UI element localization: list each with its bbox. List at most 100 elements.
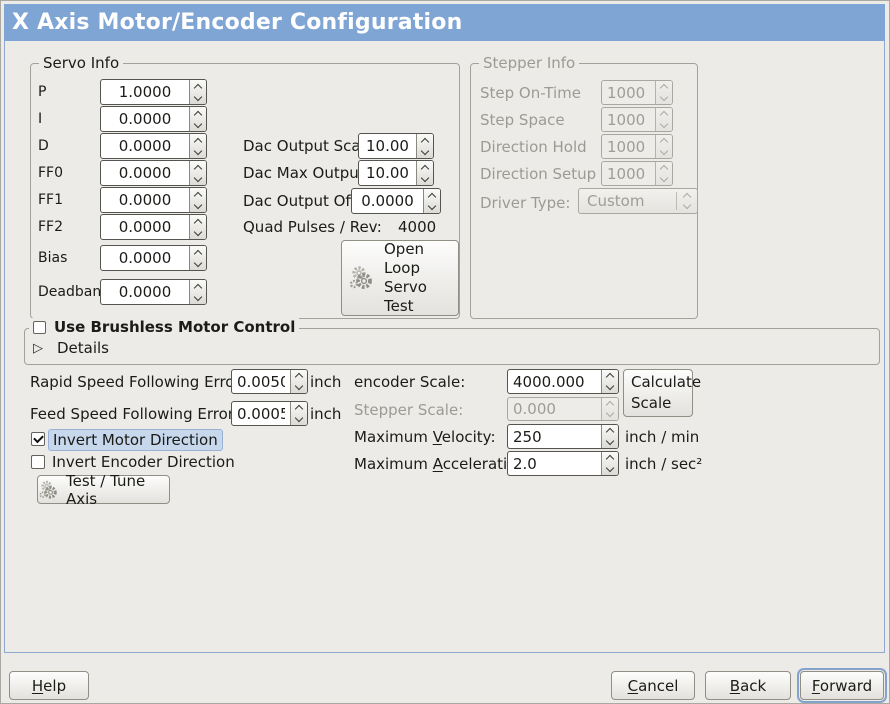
details-label: Details: [57, 339, 110, 357]
spin-down-button: [602, 408, 618, 420]
spin-up-button[interactable]: [190, 161, 206, 173]
spin-down-button[interactable]: [417, 146, 433, 158]
dac-max-output-input[interactable]: [359, 161, 416, 185]
encoder-scale-spinbox: [507, 369, 619, 394]
spin-up-button[interactable]: [190, 246, 206, 258]
feed-error-input[interactable]: [232, 402, 290, 425]
ff0-input[interactable]: [101, 161, 189, 185]
max-acceleration-input[interactable]: [508, 452, 601, 475]
chevron-down-icon: [420, 146, 430, 155]
encoder-scale-spin-buttons: [601, 370, 618, 393]
label-i: I: [38, 111, 43, 127]
spin-down-button[interactable]: [291, 381, 307, 394]
spin-down-button: [656, 119, 672, 132]
encoder-scale-input[interactable]: [508, 370, 601, 393]
chevron-down-icon: [193, 173, 203, 182]
back-button[interactable]: Back: [705, 671, 791, 700]
dac-output-offset-input[interactable]: [352, 189, 423, 213]
max-velocity-unit: inch / min: [625, 427, 700, 446]
spin-up-button[interactable]: [417, 134, 433, 146]
spin-up-button: [656, 162, 672, 174]
spin-up-button[interactable]: [190, 80, 206, 92]
spin-up-button[interactable]: [190, 280, 206, 292]
chevron-up-icon: [420, 164, 430, 173]
driver-type-label: Driver Type:: [480, 194, 571, 212]
stepper-scale-input: [508, 398, 601, 420]
spin-up-button[interactable]: [602, 425, 618, 437]
spin-up-button[interactable]: [190, 134, 206, 146]
spin-up-button[interactable]: [190, 215, 206, 227]
spin-down-button: [656, 92, 672, 105]
step-on-time-spinbox: [601, 80, 673, 105]
help-button[interactable]: Help: [9, 671, 89, 700]
d-spin-buttons: [189, 134, 206, 158]
ff0-spinbox: [100, 160, 207, 186]
max-velocity-spinbox: [507, 424, 619, 449]
spin-up-button[interactable]: [291, 402, 307, 414]
chevron-up-icon: [193, 83, 203, 92]
spin-down-button[interactable]: [291, 413, 307, 426]
chevron-down-icon: [659, 119, 669, 128]
spin-down-button[interactable]: [190, 146, 206, 158]
spin-down-button[interactable]: [424, 201, 440, 213]
bias-input[interactable]: [101, 246, 189, 270]
bias-spin-buttons: [189, 246, 206, 270]
step-on-time-label: Step On-Time: [480, 83, 581, 102]
spin-up-button: [602, 398, 618, 410]
label-p: P: [38, 84, 47, 100]
chevron-up-icon: [193, 110, 203, 119]
ff1-input[interactable]: [101, 188, 189, 212]
spin-down-button[interactable]: [602, 463, 618, 476]
spin-down-button[interactable]: [190, 292, 206, 304]
calculate-scale-button[interactable]: Calculate Scale: [623, 369, 701, 417]
i-spin-buttons: [189, 107, 206, 131]
chevron-up-icon: [605, 428, 615, 437]
spin-down-button[interactable]: [417, 173, 433, 185]
invert-encoder-checkbox[interactable]: [31, 455, 45, 469]
ff1-spinbox: [100, 187, 207, 213]
spin-down-button[interactable]: [190, 200, 206, 212]
chevron-down-icon: [659, 146, 669, 155]
spin-down-button[interactable]: [190, 119, 206, 131]
invert-encoder-label[interactable]: Invert Encoder Direction: [52, 453, 235, 471]
spin-down-button[interactable]: [602, 436, 618, 449]
gears-icon: [39, 480, 57, 499]
spin-down-button[interactable]: [190, 92, 206, 104]
spin-up-button[interactable]: [602, 452, 618, 464]
chevron-down-icon: [605, 408, 615, 418]
test-tune-axis-button[interactable]: Test / Tune Axis: [37, 472, 170, 508]
brushless-checkbox[interactable]: [33, 320, 46, 334]
spin-down-button[interactable]: [602, 381, 618, 394]
spin-up-button[interactable]: [291, 370, 307, 382]
forward-button[interactable]: Forward: [800, 671, 884, 700]
p-input[interactable]: [101, 80, 189, 104]
feed-error-spin-buttons: [290, 402, 307, 425]
spin-up-button[interactable]: [190, 188, 206, 200]
max-acceleration-label: Maximum Acceleration:: [354, 454, 531, 473]
max-velocity-input[interactable]: [508, 425, 601, 448]
ff2-input[interactable]: [101, 215, 189, 239]
spin-down-button[interactable]: [190, 173, 206, 185]
details-expander[interactable]: ▷ Details: [33, 339, 109, 357]
d-input[interactable]: [101, 134, 189, 158]
spin-up-button[interactable]: [417, 161, 433, 173]
max-acceleration-spinbox: [507, 451, 619, 476]
chevron-up-icon: [659, 138, 669, 147]
content-panel: Servo Info P I D FF0: [4, 41, 885, 653]
cancel-button[interactable]: Cancel: [611, 671, 695, 700]
chevron-up-icon: [427, 192, 437, 201]
expander-triangle-icon: ▷: [33, 340, 43, 356]
spin-down-button[interactable]: [190, 227, 206, 239]
spin-up-button[interactable]: [424, 189, 440, 201]
invert-motor-label[interactable]: Invert Motor Direction: [48, 429, 223, 451]
deadband-input[interactable]: [101, 280, 189, 304]
rapid-error-input[interactable]: [232, 370, 290, 393]
spin-up-button[interactable]: [602, 370, 618, 382]
invert-motor-checkbox[interactable]: [31, 432, 45, 446]
open-loop-servo-test-button[interactable]: Open Loop Servo Test: [341, 240, 459, 316]
spin-down-button[interactable]: [190, 258, 206, 270]
dac-output-scale-label: Dac Output Scale:: [243, 137, 380, 155]
i-input[interactable]: [101, 107, 189, 131]
spin-up-button[interactable]: [190, 107, 206, 119]
dac-output-scale-input[interactable]: [359, 134, 416, 158]
